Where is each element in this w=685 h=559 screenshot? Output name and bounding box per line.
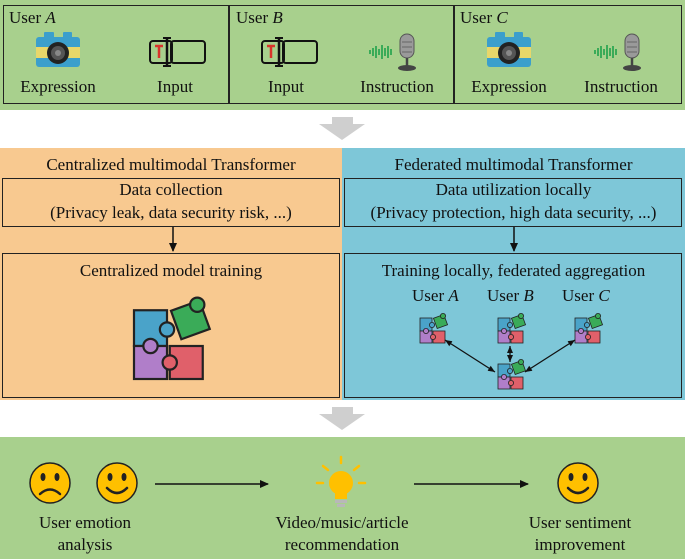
centralized-step2: Centralized model training [79,261,263,280]
down-block-arrow [319,407,365,430]
user-c-expression-label: Expression [471,77,547,96]
user-b-instruction-label: Instruction [360,77,434,96]
centralized-step1-note: (Privacy leak, data security risk, ...) [50,203,292,222]
centralized-title: Centralized multimodal Transformer [46,155,296,174]
centralized-step1: Data collection [119,180,223,199]
user-b-label: User B [236,8,283,27]
puzzle-icon [132,296,211,381]
outcome-step2-line2: recommendation [284,535,400,554]
outcome-step2-line1: Video/music/article [275,513,409,532]
fed-user-c-label: User C [562,286,610,305]
user-b-box [229,5,454,104]
text-input-icon [148,36,207,68]
outcome-step1-line1: User emotion [38,513,132,532]
sad-face-icon [28,461,72,505]
camera-icon [487,32,531,67]
centralized-collection-box [2,178,340,227]
camera-icon [36,32,80,67]
aggregation-link [444,339,496,373]
centralized-training-box [2,253,340,398]
puzzle-icon [497,312,526,344]
user-c-label: User C [460,8,508,27]
puzzle-icon [574,312,603,344]
outcome-step3-line1: User sentiment [528,513,632,532]
aggregation-link [524,339,576,373]
user-a-input-label: Input [157,77,193,96]
outcome-step3-line2: improvement [534,535,626,554]
microphone-icon [593,32,643,73]
puzzle-icon [419,312,448,344]
microphone-icon [368,32,418,73]
fed-user-b-label: User B [487,286,534,305]
puzzle-icon [497,358,526,390]
user-a-label: User A [9,8,56,27]
federated-step1: Data utilization locally [435,180,592,199]
happy-face-icon [556,461,600,505]
user-a-expression-label: Expression [20,77,96,96]
federated-step2: Training locally, federated aggregation [381,261,646,280]
federated-title: Federated multimodal Transformer [394,155,633,174]
fed-user-a-label: User A [412,286,459,305]
text-input-icon [260,36,319,68]
happy-face-icon [95,461,139,505]
light-bulb-icon [315,455,367,507]
federated-panel [342,148,685,400]
federated-utilization-box [344,178,682,227]
down-block-arrow [319,117,365,140]
outcome-step1-line2: analysis [57,535,113,554]
federated-step1-note: (Privacy protection, high data security,… [370,203,657,222]
user-b-input-label: Input [268,77,304,96]
user-c-instruction-label: Instruction [584,77,658,96]
federated-training-box [344,253,682,398]
